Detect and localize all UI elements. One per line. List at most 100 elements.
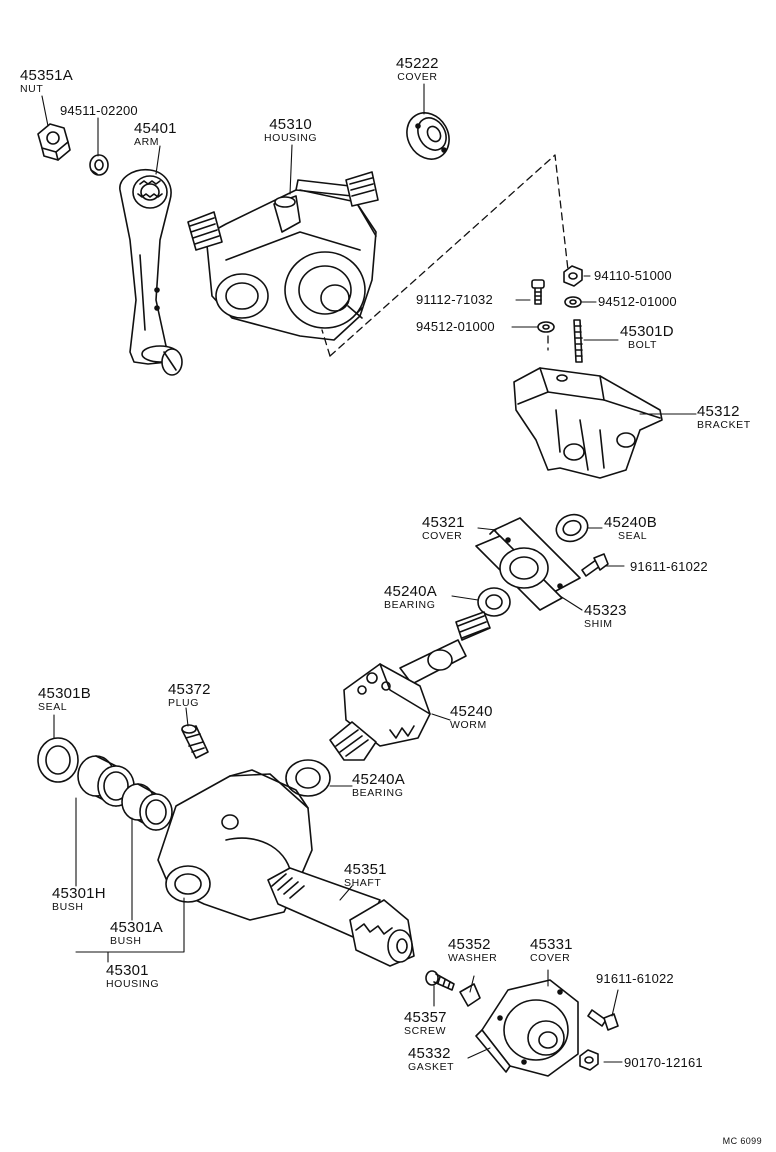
part-name: BEARING: [352, 787, 404, 799]
label-90170-12161: 90170-12161: [624, 1056, 703, 1069]
bolt-91112: [531, 279, 545, 305]
part-name: BEARING: [384, 599, 436, 611]
label-91112-71032: 91112-71032: [416, 293, 493, 306]
part-number: 45240B: [604, 514, 657, 531]
label-45357: 45357 SCREW: [404, 1010, 447, 1037]
lock-washer-94511: [89, 154, 109, 176]
label-45240b: 45240B SEAL: [604, 515, 657, 542]
bush-45301a: [121, 783, 173, 831]
part-name: SEAL: [38, 701, 68, 713]
part-number: 45357: [404, 1009, 447, 1026]
part-number: 91611-61022: [596, 971, 674, 986]
part-name: GASKET: [408, 1061, 455, 1073]
worm-shaft-45240: [329, 611, 491, 761]
part-name: NUT: [20, 83, 44, 95]
steering-gear-housing-45310: [187, 171, 379, 341]
nut-45351a: [37, 123, 71, 161]
label-45240: 45240 WORM: [450, 704, 493, 731]
part-number: 94512-01000: [598, 294, 677, 309]
part-number: 45310: [269, 116, 312, 133]
part-name: BRACKET: [697, 419, 751, 431]
part-number: 91611-61022: [630, 559, 708, 574]
label-91611-61022-lower: 91611-61022: [596, 972, 674, 985]
bolt-91611-lower: [587, 1009, 619, 1031]
part-name: HOUSING: [264, 132, 318, 144]
part-number: 94110-51000: [594, 268, 672, 283]
part-name: BUSH: [110, 935, 142, 947]
worm-cover-45321: [475, 517, 581, 611]
label-94110-51000: 94110-51000: [594, 269, 672, 282]
label-45301h: 45301H BUSH: [52, 886, 106, 913]
part-number: 94512-01000: [416, 319, 495, 334]
label-45372: 45372 PLUG: [168, 682, 211, 709]
part-number: 45352: [448, 936, 491, 953]
part-name: PLUG: [168, 697, 199, 709]
part-name: SEAL: [618, 530, 648, 542]
label-45301: 45301 HOUSING: [106, 963, 159, 990]
leader-lines: [41, 83, 697, 1063]
part-number: 45301H: [52, 885, 106, 902]
part-number: 45401: [134, 120, 177, 137]
part-name: WORM: [450, 719, 487, 731]
nut-94110: [563, 265, 583, 287]
drawing-code: MC 6099: [722, 1136, 762, 1146]
part-number: 45301: [106, 962, 149, 979]
bearing-45240a-lower: [285, 759, 331, 797]
part-number: 45240: [450, 703, 493, 720]
label-91611-61022-upper: 91611-61022: [630, 560, 708, 573]
label-45312: 45312 BRACKET: [697, 404, 751, 431]
label-45301a: 45301A BUSH: [110, 920, 163, 947]
part-name: COVER: [397, 71, 438, 83]
part-number: 45332: [408, 1045, 451, 1062]
label-45351: 45351 SHAFT: [344, 862, 387, 889]
label-45301b: 45301B SEAL: [38, 686, 91, 713]
bracket-45312: [513, 367, 663, 479]
label-45332: 45332 GASKET: [408, 1046, 454, 1073]
part-number: 45222: [396, 55, 439, 72]
part-number: 45351: [344, 861, 387, 878]
bolt-91611-upper: [581, 553, 609, 577]
part-number: 45301D: [620, 323, 674, 340]
label-45401: 45401 ARM: [134, 121, 177, 148]
part-name: WASHER: [448, 952, 498, 964]
washer-94512-upper: [564, 296, 582, 308]
part-number: 45301A: [110, 919, 163, 936]
label-94512-01000-upper: 94512-01000: [598, 295, 677, 308]
label-94511-02200: 94511-02200: [60, 104, 138, 117]
part-number: 45351A: [20, 67, 73, 84]
washer-45352: [459, 983, 481, 1007]
part-name: SHIM: [584, 618, 613, 630]
part-number: 91112-71032: [416, 292, 493, 307]
label-45352: 45352 WASHER: [448, 937, 497, 964]
part-name: SHAFT: [344, 877, 382, 889]
label-45331: 45331 COVER: [530, 937, 573, 964]
label-45240a-lower: 45240A BEARING: [352, 772, 405, 799]
label-45310: 45310 HOUSING: [264, 117, 317, 144]
plug-45372: [181, 724, 209, 759]
label-45240a-upper: 45240A BEARING: [384, 584, 437, 611]
label-45321: 45321 COVER: [422, 515, 465, 542]
part-number: 45323: [584, 602, 627, 619]
part-name: BUSH: [52, 901, 84, 913]
stud-bolt-45301d: [573, 319, 583, 363]
oil-seal-45240b: [555, 513, 589, 543]
nut-90170: [579, 1049, 599, 1071]
part-name: SCREW: [404, 1025, 447, 1037]
label-45351a: 45351A NUT: [20, 68, 73, 95]
part-number: 45240A: [352, 771, 405, 788]
pitman-arm-45401: [119, 168, 183, 376]
oil-seal-45301b: [37, 737, 79, 783]
part-name: HOUSING: [106, 978, 160, 990]
washer-94512-lower: [537, 321, 555, 333]
part-number: 45312: [697, 403, 740, 420]
part-name: COVER: [422, 530, 463, 542]
part-name: COVER: [530, 952, 571, 964]
label-94512-01000-lower: 94512-01000: [416, 320, 495, 333]
label-45323: 45323 SHIM: [584, 603, 627, 630]
sector-cover-45331: [475, 979, 579, 1077]
sector-shaft-45351: [267, 867, 415, 967]
side-cover-45222: [406, 112, 450, 160]
label-45222: 45222 COVER: [396, 56, 439, 83]
